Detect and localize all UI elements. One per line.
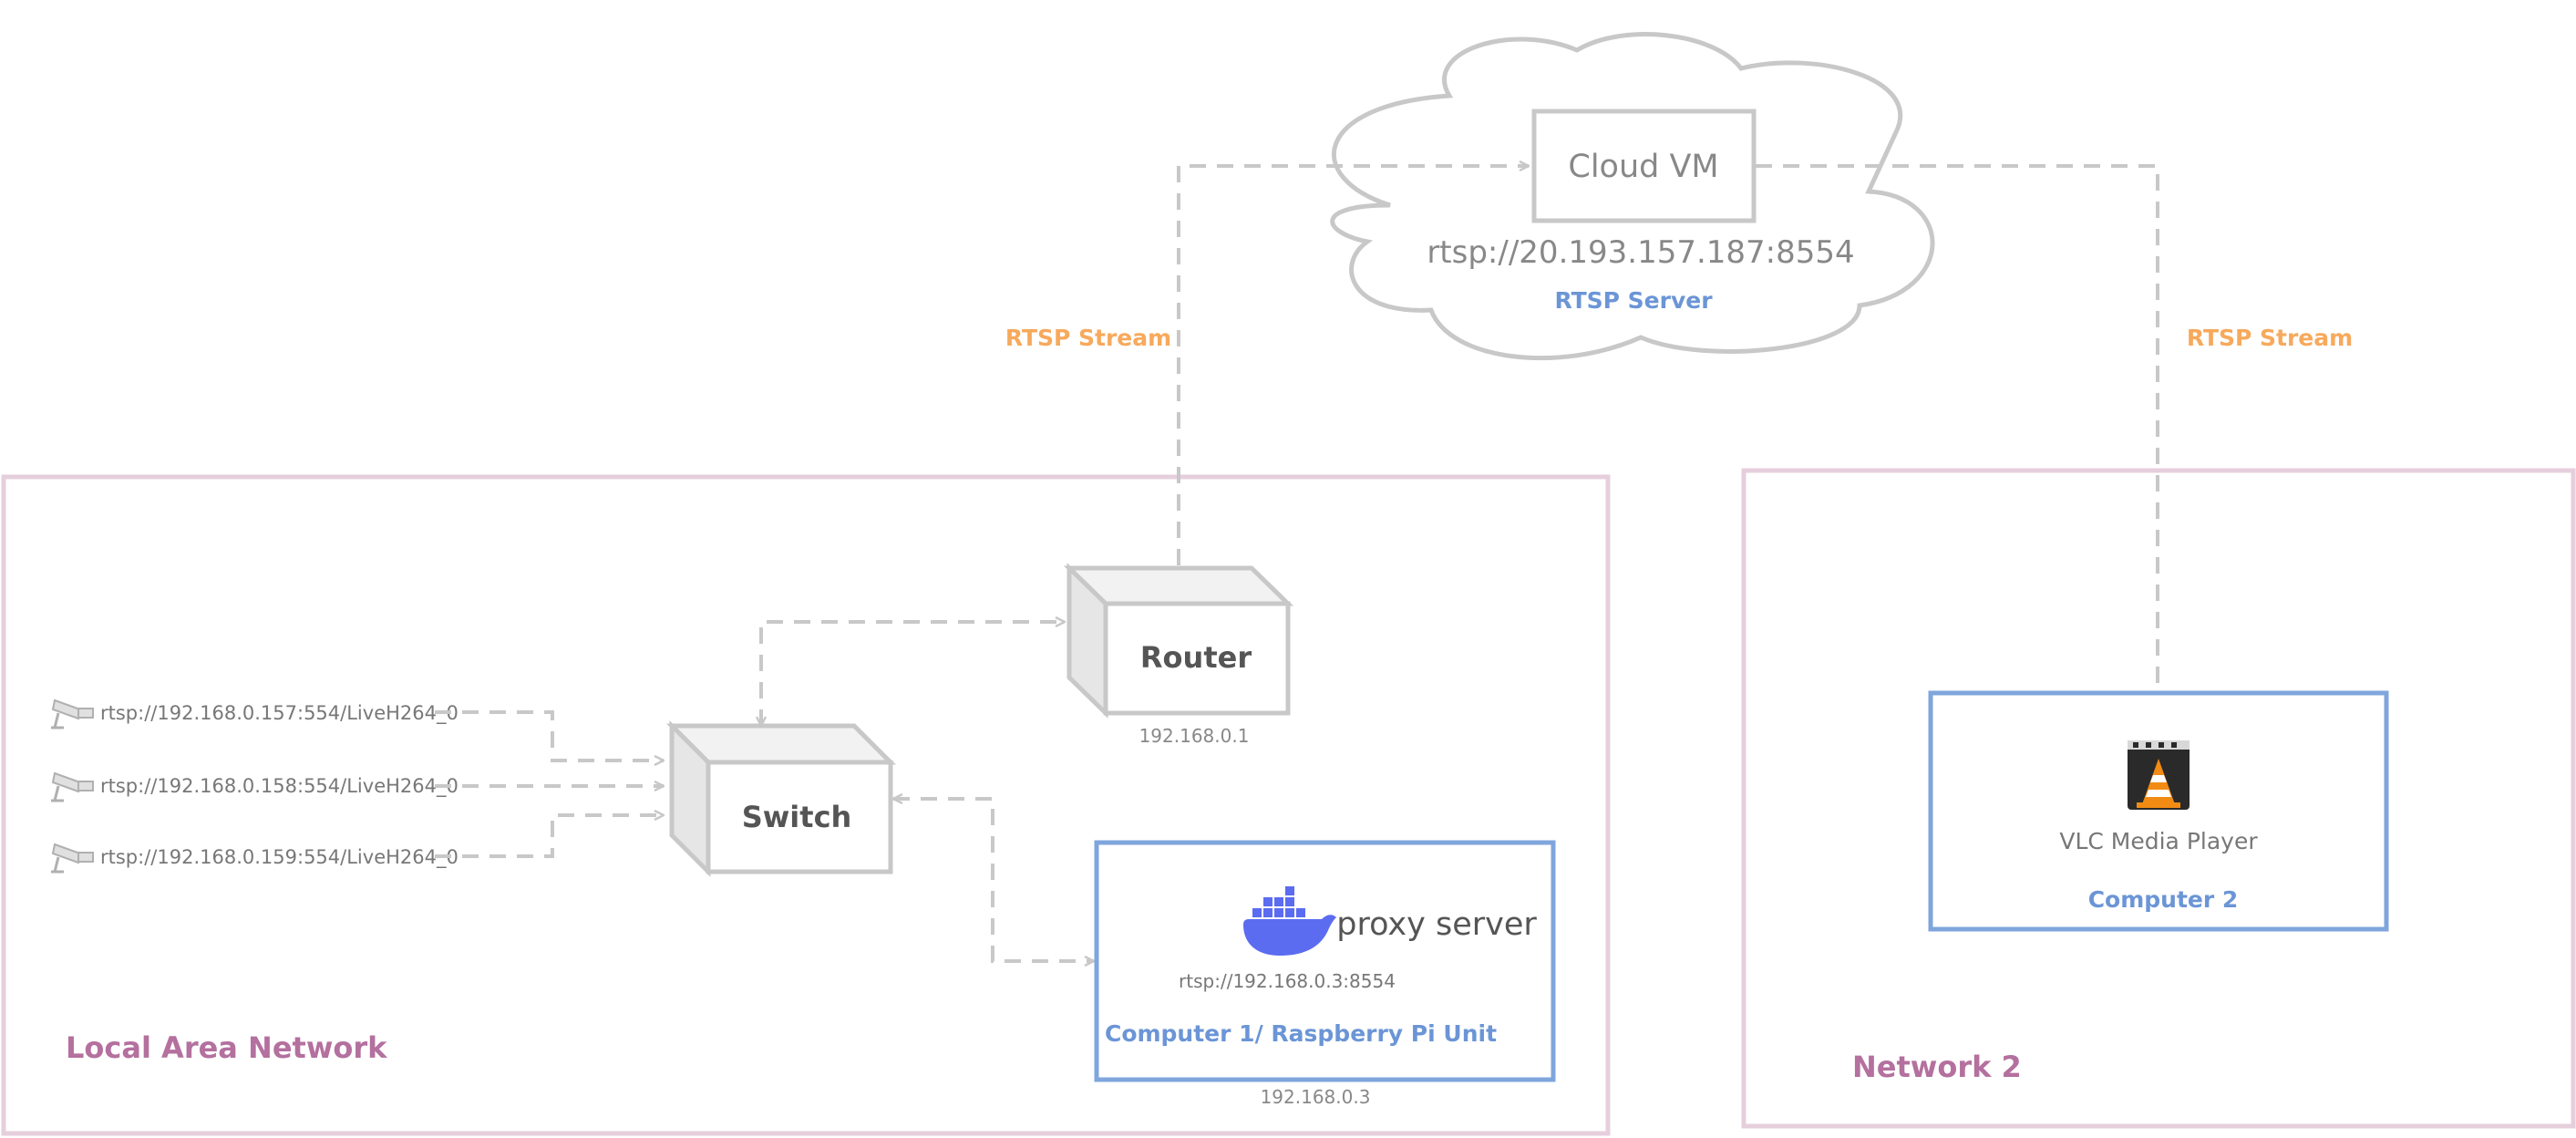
cloud-vlc-link bbox=[1756, 164, 2158, 726]
cloud-role: RTSP Server bbox=[1554, 287, 1713, 314]
proxy-title: proxy server bbox=[1336, 906, 1537, 943]
security-camera-icon bbox=[51, 843, 94, 874]
router-cloud-link bbox=[1177, 166, 1529, 565]
router-ip: 192.168.0.1 bbox=[1139, 725, 1250, 747]
camera-row-2: rtsp://192.168.0.158:554/LiveH264_0 bbox=[51, 771, 459, 802]
switch-router-link bbox=[761, 622, 1065, 726]
security-camera-icon bbox=[51, 698, 94, 729]
right-stream-label: RTSP Stream bbox=[2187, 325, 2353, 351]
computer2-label: Computer 2 bbox=[2088, 886, 2239, 913]
network2-zone bbox=[1741, 468, 2576, 1129]
camera-row-1: rtsp://192.168.0.157:554/LiveH264_0 bbox=[51, 698, 459, 729]
router-label: Router bbox=[1140, 640, 1252, 675]
vlc-cone-icon bbox=[2128, 740, 2190, 810]
switch-node[interactable] bbox=[665, 719, 897, 878]
router-node[interactable] bbox=[1063, 563, 1294, 719]
network2-title: Network 2 bbox=[1852, 1050, 2022, 1084]
switch-label: Switch bbox=[742, 800, 852, 834]
camera-url-1: rtsp://192.168.0.157:554/LiveH264_0 bbox=[100, 702, 459, 725]
proxy-host-box[interactable] bbox=[1094, 840, 1556, 1082]
lan-title: Local Area Network bbox=[66, 1030, 387, 1065]
cloud-url: rtsp://20.193.157.187:8554 bbox=[1427, 234, 1854, 271]
left-stream-label: RTSP Stream bbox=[1005, 325, 1171, 351]
proxy-ip: 192.168.0.3 bbox=[1261, 1086, 1371, 1108]
camera-row-3: rtsp://192.168.0.159:554/LiveH264_0 bbox=[51, 843, 459, 874]
cloud-vm-label: Cloud VM bbox=[1568, 149, 1718, 185]
camera-url-2: rtsp://192.168.0.158:554/LiveH264_0 bbox=[100, 775, 459, 798]
proxy-host-label: Computer 1/ Raspberry Pi Unit bbox=[1105, 1020, 1497, 1047]
cloud-vm-box[interactable] bbox=[1531, 109, 1757, 223]
vlc-player-label: VLC Media Player bbox=[2059, 828, 2258, 854]
security-camera-icon bbox=[51, 771, 94, 802]
camera3-switch-link bbox=[435, 815, 664, 858]
proxy-url: rtsp://192.168.0.3:8554 bbox=[1179, 970, 1396, 992]
computer2-box[interactable] bbox=[1928, 690, 2389, 932]
camera-url-3: rtsp://192.168.0.159:554/LiveH264_0 bbox=[100, 846, 459, 869]
lan-zone bbox=[1, 474, 1611, 1136]
docker-whale-icon bbox=[1243, 886, 1336, 956]
switch-proxy-link bbox=[893, 799, 1094, 961]
camera1-switch-link bbox=[435, 710, 664, 760]
